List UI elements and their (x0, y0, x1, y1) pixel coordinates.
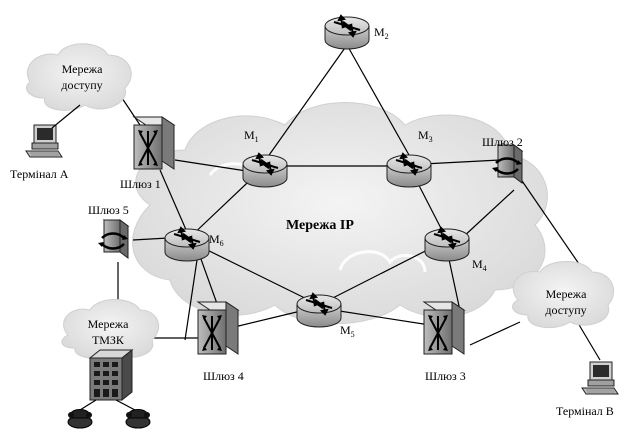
gateway-2: Шлюз 2 (482, 135, 524, 185)
router-m6: M6 (164, 227, 224, 262)
router-m1: M1 (242, 128, 288, 188)
terminal-a-label: Термінал А (10, 167, 69, 181)
network-center-label: Мережа IP (286, 218, 354, 233)
phone-icon-2 (125, 409, 151, 429)
gateway-4-label: Шлюз 4 (203, 369, 244, 383)
gateway-1: Шлюз 1 (120, 116, 175, 191)
access-network-1-line1: Мережа (62, 62, 103, 76)
router-m5: M5 (296, 293, 355, 339)
router-m3: M3 (386, 128, 433, 188)
terminal-b-label: Термінал В (556, 404, 614, 418)
access-network-1-line2: доступу (61, 78, 102, 92)
pstn-switch-icon (88, 348, 134, 402)
gateway-5: Шлюз 5 (88, 203, 130, 260)
router-m2-label: M2 (374, 25, 389, 41)
access-network-cloud-2: Мережа доступу (512, 261, 614, 329)
router-m2: M2 (324, 15, 389, 50)
gateway-4: Шлюз 4 (197, 301, 244, 383)
terminal-a: Термінал А (10, 124, 69, 181)
router-m5-label: M5 (340, 323, 355, 339)
phone-icon-1 (67, 409, 93, 429)
pstn-cloud: Мережа ТМЗК (61, 299, 160, 359)
router-m6-label: M6 (209, 232, 224, 248)
gateway-1-label: Шлюз 1 (120, 177, 161, 191)
pstn-line2: ТМЗК (92, 333, 125, 347)
links (117, 44, 601, 361)
gateway-5-label: Шлюз 5 (88, 203, 129, 217)
router-m3-label: M3 (418, 128, 433, 144)
gateway-2-label: Шлюз 2 (482, 135, 523, 149)
gateway-3-label: Шлюз 3 (425, 369, 466, 383)
terminal-b: Термінал В (556, 361, 619, 418)
access-network-2-line1: Мережа (546, 287, 587, 301)
access-network-cloud-1: Мережа доступу (26, 43, 132, 111)
router-m1-label: M1 (244, 128, 259, 144)
router-m4-label: M4 (472, 257, 487, 273)
pstn-line1: Мережа (88, 317, 129, 331)
router-m4: M4 (424, 227, 487, 273)
access-network-2-line2: доступу (545, 303, 586, 317)
gateway-3: Шлюз 3 (423, 301, 466, 383)
